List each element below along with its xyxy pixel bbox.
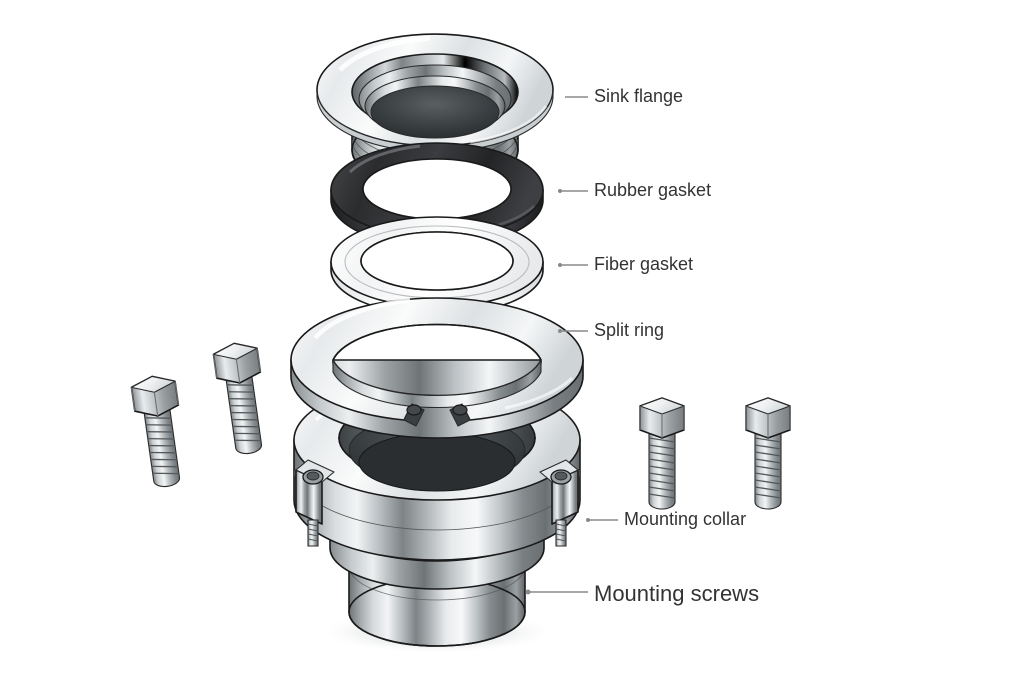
callout-rubber-gasket[interactable]: Rubber gasket	[558, 180, 711, 200]
callout-fiber-gasket[interactable]: Fiber gasket	[558, 254, 693, 274]
screw-hex-head	[639, 397, 685, 439]
screw-left-1[interactable]	[130, 373, 189, 489]
label-mounting-screws: Mounting screws	[594, 581, 759, 606]
screw-shaft	[225, 374, 263, 455]
screw-right-2[interactable]	[745, 397, 791, 510]
screw-hex-head	[212, 342, 262, 384]
part-split-ring[interactable]	[290, 297, 584, 439]
screw-shaft	[143, 407, 181, 488]
label-split-ring: Split ring	[594, 320, 664, 340]
screw-shaft	[754, 431, 782, 510]
collar-screw-lug-right	[539, 459, 579, 547]
label-sink-flange: Sink flange	[594, 86, 683, 106]
screw-shaft	[648, 431, 676, 510]
part-fiber-gasket[interactable]	[330, 216, 544, 316]
screw-hex-head	[745, 397, 791, 439]
label-rubber-gasket: Rubber gasket	[594, 180, 711, 200]
label-mounting-collar: Mounting collar	[624, 509, 746, 529]
label-fiber-gasket: Fiber gasket	[594, 254, 693, 274]
screw-right-1[interactable]	[639, 397, 685, 510]
collar-screw-lug-left	[295, 459, 335, 547]
callout-split-ring[interactable]: Split ring	[558, 320, 664, 340]
screw-left-2[interactable]	[212, 340, 271, 456]
callout-mounting-collar[interactable]: Mounting collar	[586, 509, 746, 529]
callout-sink-flange[interactable]: Sink flange	[565, 86, 683, 106]
callout-mounting-screws[interactable]: Mounting screws	[525, 581, 760, 606]
sink-flange-rim	[316, 33, 554, 153]
screw-hex-head	[130, 375, 180, 417]
split-ring-gap	[403, 403, 471, 427]
